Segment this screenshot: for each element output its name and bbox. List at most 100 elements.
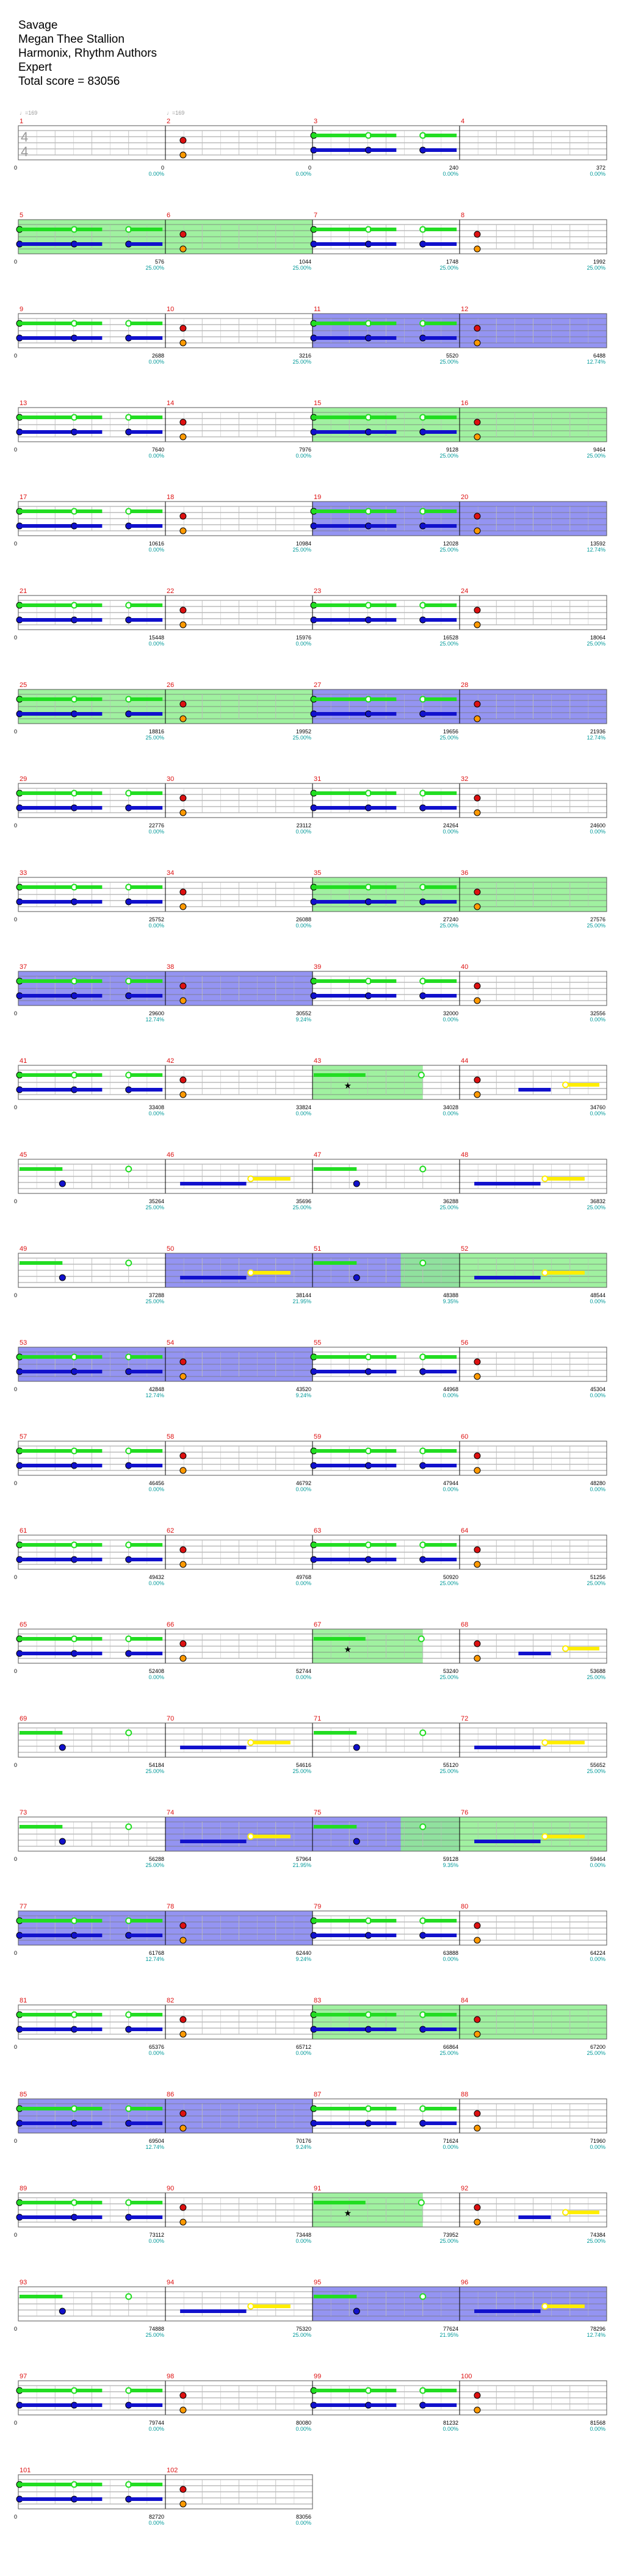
green-sustain xyxy=(369,979,397,983)
orange-note xyxy=(179,527,187,534)
green-sustain xyxy=(315,885,366,889)
green-sustain xyxy=(369,2013,397,2017)
score-value: 49768 xyxy=(296,1574,311,1580)
measure-percent: 25.00% xyxy=(292,2332,311,2338)
red-note xyxy=(179,1922,187,1929)
song-title: Savage xyxy=(18,19,58,32)
score-value: 1992 xyxy=(593,259,605,265)
measure-number: 79 xyxy=(314,1903,321,1910)
measure-number: 93 xyxy=(20,2279,27,2286)
measure-number: 31 xyxy=(314,775,321,783)
score-value: 19952 xyxy=(296,729,311,735)
blue-sustain xyxy=(315,712,366,716)
red-note xyxy=(179,2486,187,2493)
green-sustain xyxy=(75,697,103,701)
measure-percent: 25.00% xyxy=(145,1768,164,1774)
green-hopo-note xyxy=(125,1823,132,1830)
blue-note xyxy=(59,2308,66,2315)
time-signature-bottom: 4 xyxy=(21,144,28,159)
green-sustain xyxy=(21,2201,71,2204)
score-value: 52744 xyxy=(296,1668,311,1674)
measure-percent: 25.00% xyxy=(145,2332,164,2338)
score-value: 26088 xyxy=(296,916,311,923)
score-value: 27576 xyxy=(590,916,605,923)
blue-sustain xyxy=(21,430,71,434)
score-value: 2688 xyxy=(152,353,164,359)
score-value: 50920 xyxy=(443,1574,458,1580)
orange-note xyxy=(179,2124,187,2132)
blue-sustain xyxy=(369,2027,397,2031)
score-value: 62440 xyxy=(296,1950,311,1956)
blue-sustain xyxy=(130,1558,163,1561)
measure-number: 11 xyxy=(314,306,320,313)
score-value: 22776 xyxy=(149,822,164,829)
score-value: 0 xyxy=(14,1292,17,1298)
measure-percent: 12.74% xyxy=(587,735,605,741)
score-value: 56288 xyxy=(149,1856,164,1862)
blue-sustain xyxy=(424,242,457,246)
orange-note xyxy=(179,151,187,159)
green-sustain xyxy=(315,1355,366,1359)
score-value: 77624 xyxy=(443,2326,458,2332)
red-note xyxy=(179,1358,187,1365)
orange-note xyxy=(474,2031,481,2038)
green-sustain xyxy=(75,603,103,607)
measure-percent: 0.00% xyxy=(590,1016,605,1023)
blue-sustain xyxy=(369,148,397,152)
green-sustain xyxy=(315,791,366,795)
orange-note xyxy=(474,1561,481,1568)
measure-percent: 0.00% xyxy=(590,2144,605,2150)
measure-number: 26 xyxy=(167,682,174,689)
blue-sustain xyxy=(369,712,397,716)
score-value: 73448 xyxy=(296,2232,311,2238)
measure-number: 29 xyxy=(20,775,27,783)
measure-number: 87 xyxy=(314,2091,321,2098)
blue-sustain xyxy=(21,900,71,904)
score-value: 0 xyxy=(14,2138,17,2144)
score-value: 0 xyxy=(14,1386,17,1392)
staff-frame xyxy=(18,783,607,818)
green-sustain xyxy=(424,979,457,983)
red-note xyxy=(474,1922,481,1929)
green-sustain xyxy=(75,416,103,419)
green-sustain xyxy=(130,1543,163,1547)
green-sustain xyxy=(20,1825,63,1829)
blue-sustain xyxy=(369,1370,397,1373)
measure-number: 92 xyxy=(461,2185,468,2192)
green-sustain xyxy=(130,509,163,513)
green-sustain xyxy=(130,228,163,231)
staff-frame xyxy=(18,1722,607,1758)
measure-percent: 25.00% xyxy=(439,641,458,647)
green-sustain xyxy=(424,603,457,607)
green-sustain xyxy=(21,603,71,607)
measure-percent: 0.00% xyxy=(148,547,164,553)
yellow-hopo-note xyxy=(541,1269,549,1276)
score-value: 576 xyxy=(155,259,164,265)
green-hopo-note xyxy=(419,1165,427,1173)
measure-number: 102 xyxy=(167,2467,178,2474)
measure-percent: 25.00% xyxy=(439,1674,458,1680)
yellow-hopo-note xyxy=(562,1081,569,1088)
blue-note xyxy=(353,2308,360,2315)
score-value: 6488 xyxy=(593,353,605,359)
blue-sustain xyxy=(315,524,366,528)
measure-percent: 25.00% xyxy=(439,1204,458,1211)
measure-percent: 25.00% xyxy=(439,1768,458,1774)
green-sustain xyxy=(21,1919,71,1923)
score-value: 10984 xyxy=(296,541,311,547)
blue-sustain xyxy=(369,1934,397,1937)
measure-number: 74 xyxy=(167,1809,174,1816)
green-sustain xyxy=(130,416,163,419)
measure-number: 100 xyxy=(461,2373,472,2380)
green-sustain xyxy=(315,1919,366,1923)
green-sustain xyxy=(130,2013,163,2017)
green-sustain xyxy=(369,2107,397,2110)
measure-number: 98 xyxy=(167,2373,174,2380)
red-note xyxy=(179,137,187,144)
measure-percent: 0.00% xyxy=(148,2426,164,2432)
green-sustain xyxy=(21,1637,71,1641)
measure-percent: 0.00% xyxy=(295,923,311,929)
blue-sustain xyxy=(369,242,397,246)
green-sustain xyxy=(21,509,71,513)
measure-percent: 0.00% xyxy=(443,1016,458,1023)
